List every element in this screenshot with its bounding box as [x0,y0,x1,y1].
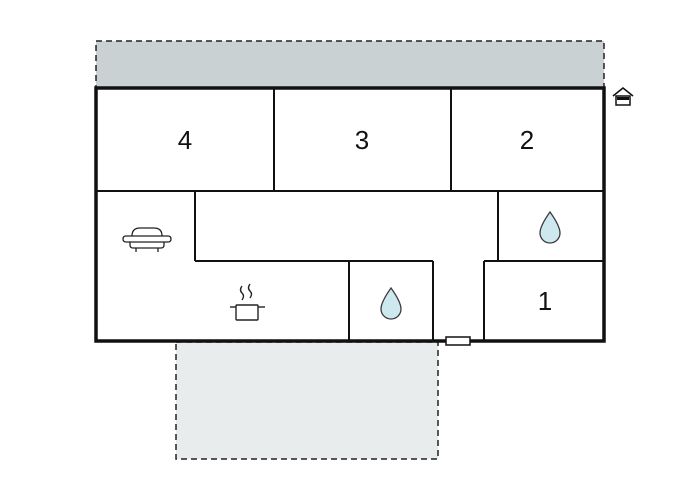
house-icon [612,87,634,106]
sofa-icon [122,227,172,252]
cooking-pot-icon [230,283,265,321]
room-label-4: 4 [178,125,192,155]
terrace-top [95,40,605,89]
room-label-2: 2 [520,125,534,155]
water-drop-icon [539,210,561,244]
room-label-1: 1 [538,286,552,316]
room-label-3: 3 [355,125,369,155]
door-icon [445,336,471,346]
terrace-bottom [175,341,439,460]
interior-walls [96,88,604,341]
water-drop-icon [380,286,402,320]
